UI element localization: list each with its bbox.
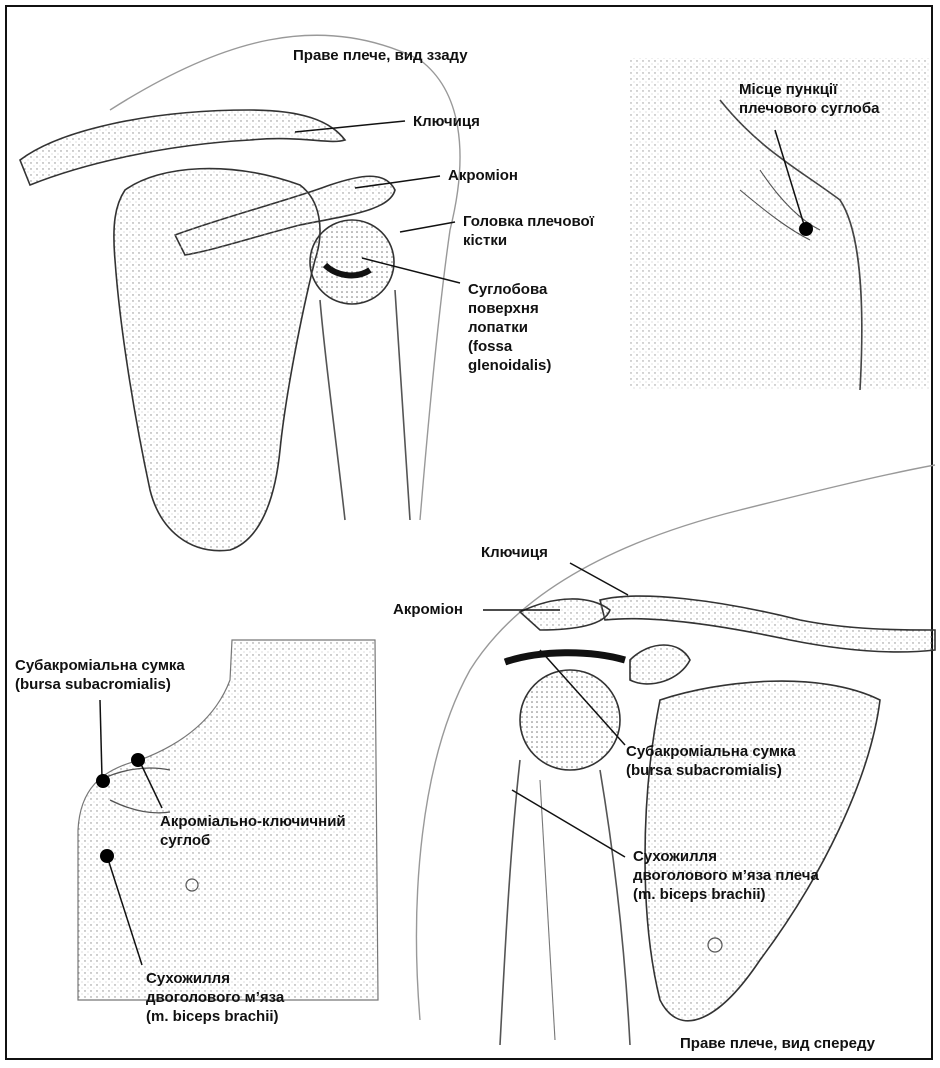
label-bursa-chest: Субакроміальна сумка (bursa subacromiali… — [15, 656, 185, 694]
label-acromion-posterior: Акроміон — [448, 166, 518, 185]
label-clavicle-posterior: Ключиця — [413, 112, 480, 131]
label-biceps-tendon-anterior: Сухожилля двоголового м’яза плеча (m. bi… — [633, 847, 819, 904]
leader-bursa-chest — [100, 700, 102, 778]
label-humeral-head: Головка плечової кістки — [463, 212, 594, 250]
label-puncture-site: Місце пункції плечового суглоба — [739, 80, 879, 118]
leader-clavicle-anterior — [570, 563, 628, 595]
label-biceps-tendon-chest: Сухожилля двоголового м’яза (m. biceps b… — [146, 969, 284, 1026]
posterior-shoulder-drawing — [20, 35, 460, 550]
label-ac-joint: Акроміально-ключичний суглоб — [160, 812, 346, 850]
title-posterior-view: Праве плече, вид ззаду — [293, 46, 468, 65]
bursa-marker — [96, 774, 110, 788]
biceps-tendon-marker — [100, 849, 114, 863]
leader-humeral-head — [400, 222, 455, 232]
ac-joint-marker — [131, 753, 145, 767]
title-anterior-view: Праве плече, вид спереду — [680, 1034, 875, 1053]
label-glenoid-surface: Суглобова поверхня лопатки (fossa glenoi… — [468, 280, 551, 375]
label-clavicle-anterior: Ключиця — [481, 543, 548, 562]
label-acromion-anterior: Акроміон — [393, 600, 463, 619]
label-bursa-anterior: Субакроміальна сумка (bursa subacromiali… — [626, 742, 796, 780]
puncture-site-marker — [799, 222, 813, 236]
